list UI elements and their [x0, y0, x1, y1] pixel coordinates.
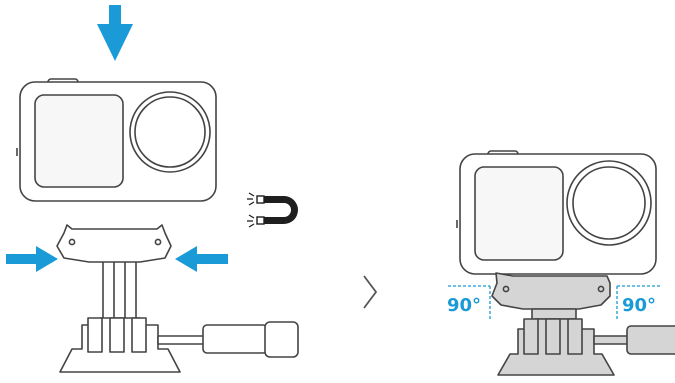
camera-left [16, 78, 217, 202]
screw-knob [626, 325, 675, 355]
angle-guide-right [616, 285, 660, 321]
quick-release-mount-left [56, 224, 172, 318]
camera-screen [474, 166, 564, 261]
adapter-base-left [59, 317, 299, 373]
camera-right [456, 150, 657, 275]
screw-shaft [157, 335, 209, 345]
adapter-base-right [497, 318, 675, 376]
arrow-inward-icon [6, 246, 228, 272]
angle-label-left: 90° [447, 295, 481, 316]
screw-knob [202, 324, 268, 354]
arrow-down-icon [97, 5, 133, 61]
quick-release-mount-right [491, 272, 611, 320]
magnet-icon [247, 192, 298, 228]
camera-screen [34, 94, 124, 188]
chevron-right-icon [363, 275, 378, 309]
angle-label-right: 90° [622, 295, 656, 316]
angle-guide-left [448, 285, 491, 321]
